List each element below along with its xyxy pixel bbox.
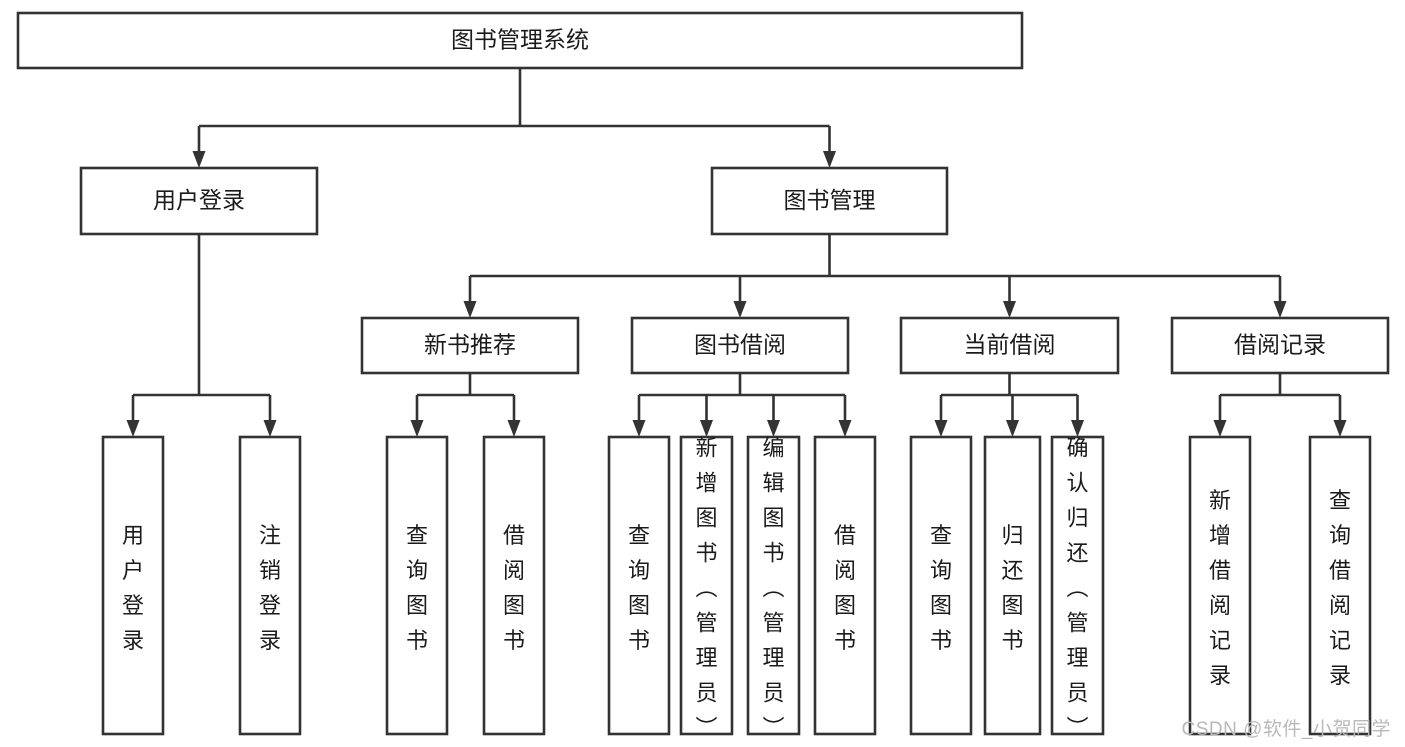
node-box xyxy=(813,435,877,736)
node-n-borrow-record[interactable]: 借阅记录 xyxy=(1170,316,1390,375)
node-label: 借阅图书 xyxy=(834,523,856,653)
node-box xyxy=(899,316,1120,375)
watermark-label: CSDN @软件_小贺同学 xyxy=(1181,719,1391,740)
node-label: 编辑图书︵管理员︶ xyxy=(762,435,784,740)
node-l-return-book[interactable]: 归还图书 xyxy=(983,435,1042,736)
node-n-current-borrow[interactable]: 当前借阅 xyxy=(899,316,1120,375)
node-label: 注销登录 xyxy=(259,523,281,653)
node-label: 查询图书 xyxy=(406,523,428,653)
node-l-query-book-1[interactable]: 查询图书 xyxy=(385,435,449,736)
node-box xyxy=(101,435,165,736)
node-box xyxy=(630,316,850,375)
node-n-book-borrow[interactable]: 图书借阅 xyxy=(630,316,850,375)
node-n-book-mgmt[interactable]: 图书管理 xyxy=(710,166,949,236)
node-box xyxy=(679,435,734,736)
node-box xyxy=(238,435,302,736)
node-label: 图书管理系统 xyxy=(451,27,589,53)
node-label: 新书推荐 xyxy=(424,332,516,358)
node-box xyxy=(360,316,580,375)
node-l-add-record[interactable]: 新增借阅记录 xyxy=(1188,435,1252,736)
node-box xyxy=(482,435,546,736)
node-label: 当前借阅 xyxy=(964,332,1056,358)
node-l-user-login[interactable]: 用户登录 xyxy=(101,435,165,736)
node-l-borrow-book-2[interactable]: 借阅图书 xyxy=(813,435,877,736)
node-box xyxy=(1308,435,1372,736)
node-box xyxy=(909,435,973,736)
node-box xyxy=(710,166,949,236)
node-label: 新增图书︵管理员︶ xyxy=(695,435,717,740)
node-box xyxy=(983,435,1042,736)
node-box xyxy=(746,435,801,736)
node-l-query-book-2[interactable]: 查询图书 xyxy=(607,435,671,736)
node-box xyxy=(1170,316,1390,375)
node-box xyxy=(385,435,449,736)
node-box xyxy=(607,435,671,736)
node-root[interactable]: 图书管理系统 xyxy=(16,11,1024,70)
node-layer: 图书管理系统用户登录图书管理新书推荐图书借阅当前借阅借阅记录用户登录注销登录查询… xyxy=(16,11,1390,740)
node-l-query-book-3[interactable]: 查询图书 xyxy=(909,435,973,736)
node-l-borrow-book-1[interactable]: 借阅图书 xyxy=(482,435,546,736)
node-label: 图书管理 xyxy=(784,187,876,213)
connector-layer xyxy=(126,68,1347,437)
node-label: 用户登录 xyxy=(122,523,144,653)
node-box xyxy=(1050,435,1105,736)
node-label: 用户登录 xyxy=(153,187,245,213)
node-n-new-book-rec[interactable]: 新书推荐 xyxy=(360,316,580,375)
node-l-user-logout[interactable]: 注销登录 xyxy=(238,435,302,736)
node-label: 图书借阅 xyxy=(694,332,786,358)
node-l-query-record[interactable]: 查询借阅记录 xyxy=(1308,435,1372,736)
node-label: 查询图书 xyxy=(930,523,952,653)
node-box xyxy=(1188,435,1252,736)
node-label: 借阅图书 xyxy=(503,523,525,653)
node-label: 查询图书 xyxy=(628,523,650,653)
node-label: 新增借阅记录 xyxy=(1209,488,1231,688)
node-label: 归还图书 xyxy=(1001,523,1023,653)
node-l-add-book[interactable]: 新增图书︵管理员︶ xyxy=(679,435,734,740)
node-n-user-login[interactable]: 用户登录 xyxy=(79,166,319,236)
node-l-edit-book[interactable]: 编辑图书︵管理员︶ xyxy=(746,435,801,740)
node-label: 借阅记录 xyxy=(1234,332,1326,358)
node-label: 确认归还︵管理员︶ xyxy=(1066,435,1088,740)
node-box xyxy=(79,166,319,236)
node-box xyxy=(16,11,1024,70)
node-label: 查询借阅记录 xyxy=(1329,488,1351,688)
node-l-confirm-return[interactable]: 确认归还︵管理员︶ xyxy=(1050,435,1105,740)
